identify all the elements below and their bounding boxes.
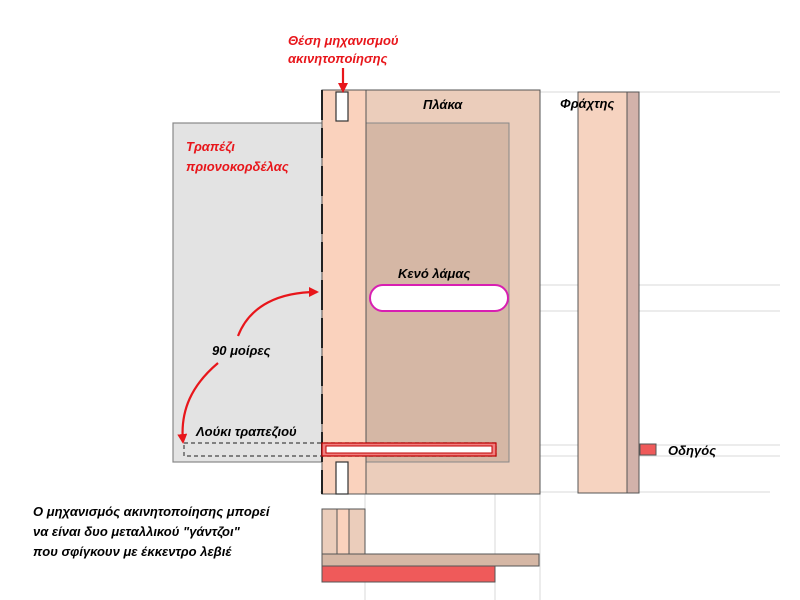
note-line3: που σφίγκουν με έκκεντρο λεβιέ bbox=[33, 544, 232, 559]
note-text: Ο μηχανισμός ακινητοποίησης μπορεί να εί… bbox=[33, 504, 273, 559]
fence-label: Φράχτης bbox=[560, 96, 614, 111]
section-hook bbox=[336, 508, 350, 555]
fence-back bbox=[626, 91, 640, 494]
lock-slot-bottom bbox=[335, 461, 349, 495]
lock-position-label-line2: ακινητοποίησης bbox=[288, 51, 388, 66]
sled-strip bbox=[321, 89, 367, 495]
lock-slot-top bbox=[335, 91, 349, 122]
guide-marker bbox=[639, 443, 657, 456]
note-line1: Ο μηχανισμός ακινητοποίησης μπορεί bbox=[33, 504, 271, 519]
fence bbox=[577, 91, 628, 494]
cross-section bbox=[321, 508, 540, 583]
table-slot-label: Λούκι τραπεζιού bbox=[195, 424, 297, 439]
saw-table-label-line1: Τραπέζι bbox=[186, 139, 235, 154]
note-line2: να είναι δυο μεταλλικού "γάντζοι" bbox=[33, 524, 241, 539]
lock-position-label: Θέση μηχανισμού ακινητοποίησης bbox=[288, 33, 402, 66]
section-plate bbox=[321, 553, 540, 567]
section-runner bbox=[321, 565, 496, 583]
saw-table-label: Τραπέζι πριονοκορδέλας bbox=[186, 139, 289, 174]
runner-inner bbox=[325, 445, 493, 454]
blade-gap bbox=[369, 284, 509, 312]
rotation-arrow-down bbox=[177, 362, 219, 444]
lock-position-label-line1: Θέση μηχανισμού bbox=[288, 33, 399, 48]
ninety-degrees-label: 90 μοίρες bbox=[212, 343, 271, 358]
blade-gap-label: Κενό λάμας bbox=[398, 266, 470, 281]
rotation-arrow-up bbox=[236, 287, 319, 337]
saw-table-label-line2: πριονοκορδέλας bbox=[186, 159, 289, 174]
guide-label: Οδηγός bbox=[668, 443, 716, 458]
plate-label: Πλάκα bbox=[423, 97, 463, 112]
